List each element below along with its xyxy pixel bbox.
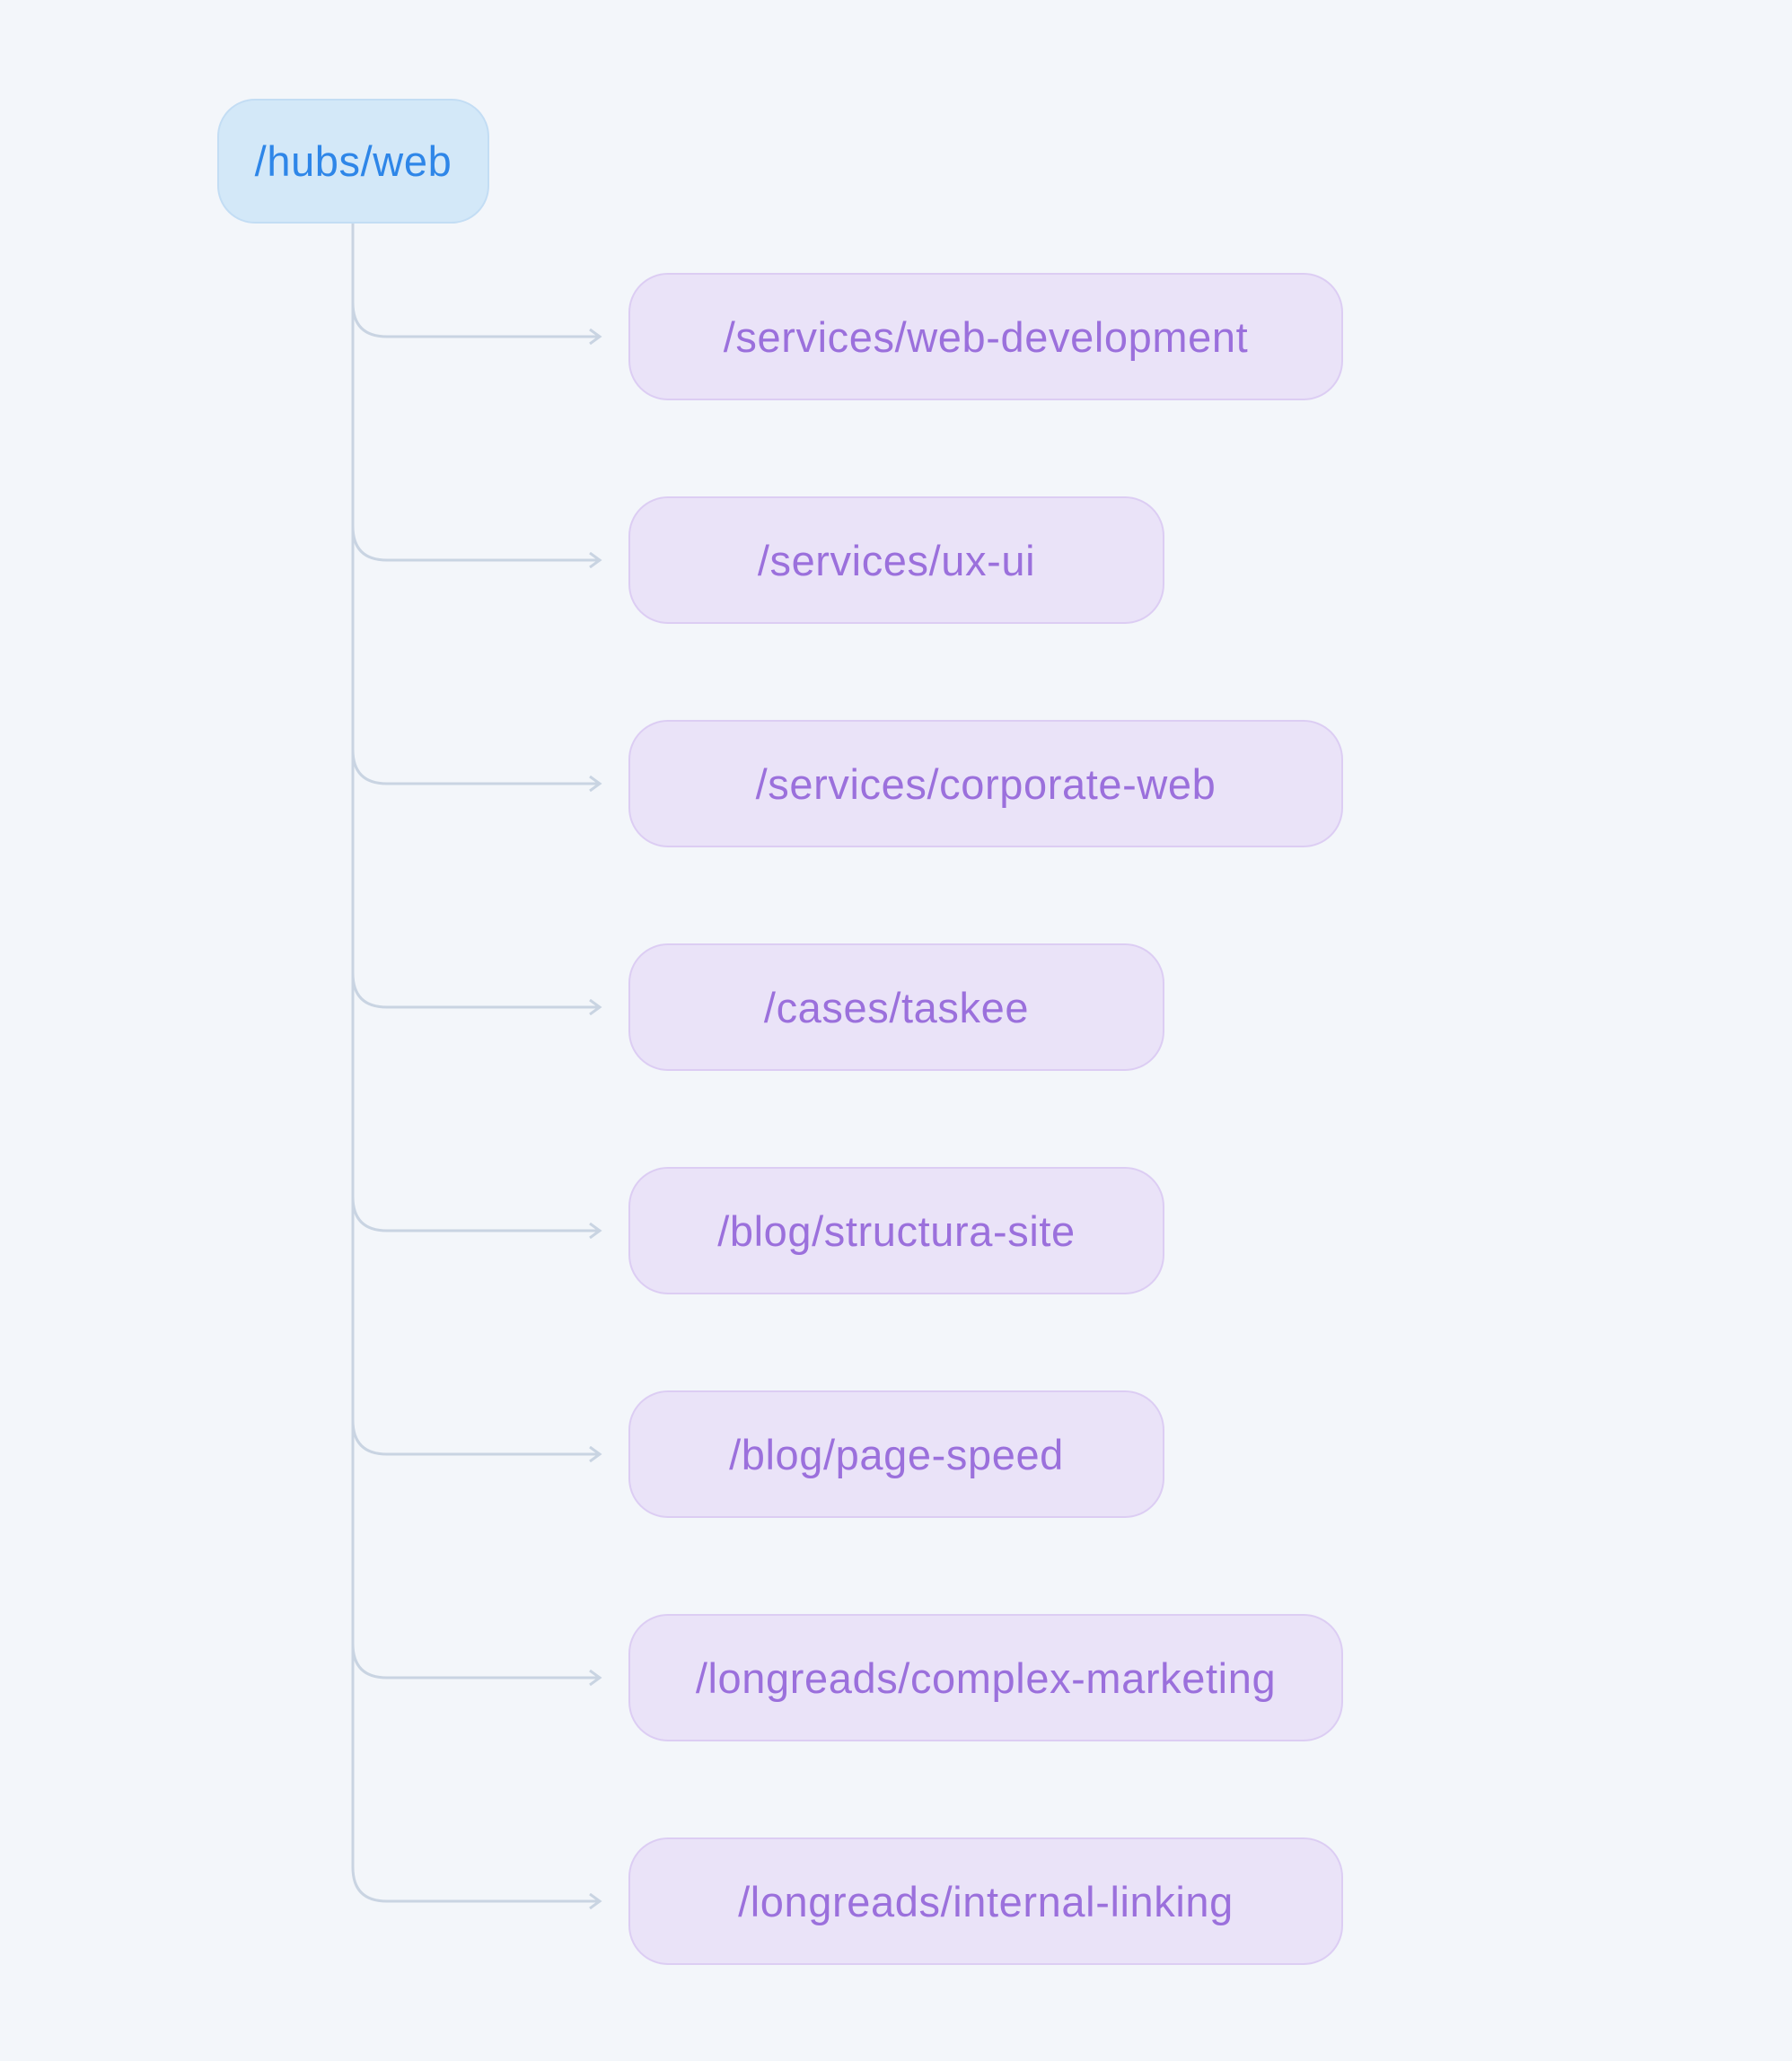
child-node-blog-structura-site: /blog/structura-site [628, 1167, 1164, 1294]
child-node-longreads-internal-linking: /longreads/internal-linking [628, 1837, 1343, 1965]
branch-line-2 [351, 525, 600, 560]
child-node-label: /longreads/complex-marketing [695, 1653, 1277, 1702]
child-node-longreads-complex-marketing: /longreads/complex-marketing [628, 1614, 1343, 1741]
child-node-label: /services/corporate-web [755, 759, 1217, 808]
branch-line-4 [351, 972, 600, 1007]
child-node-cases-taskee: /cases/taskee [628, 943, 1164, 1071]
branch-line-8 [351, 1866, 600, 1901]
root-node-label: /hubs/web [254, 137, 452, 185]
child-node-label: /services/web-development [723, 312, 1249, 361]
child-node-label: /blog/structura-site [717, 1206, 1076, 1255]
child-node-label: /cases/taskee [763, 983, 1030, 1031]
branch-line-3 [351, 749, 600, 784]
child-node-blog-page-speed: /blog/page-speed [628, 1390, 1164, 1518]
child-node-label: /blog/page-speed [729, 1430, 1064, 1478]
root-node-hubs-web: /hubs/web [217, 99, 489, 224]
branch-line-1 [351, 302, 600, 337]
child-node-services-ux-ui: /services/ux-ui [628, 496, 1164, 624]
child-node-label: /longreads/internal-linking [738, 1877, 1234, 1925]
branch-line-5 [351, 1196, 600, 1231]
child-node-label: /services/ux-ui [757, 536, 1036, 584]
child-node-services-web-development: /services/web-development [628, 273, 1343, 400]
child-node-services-corporate-web: /services/corporate-web [628, 720, 1343, 847]
branch-line-7 [351, 1643, 600, 1678]
branch-line-6 [351, 1419, 600, 1454]
